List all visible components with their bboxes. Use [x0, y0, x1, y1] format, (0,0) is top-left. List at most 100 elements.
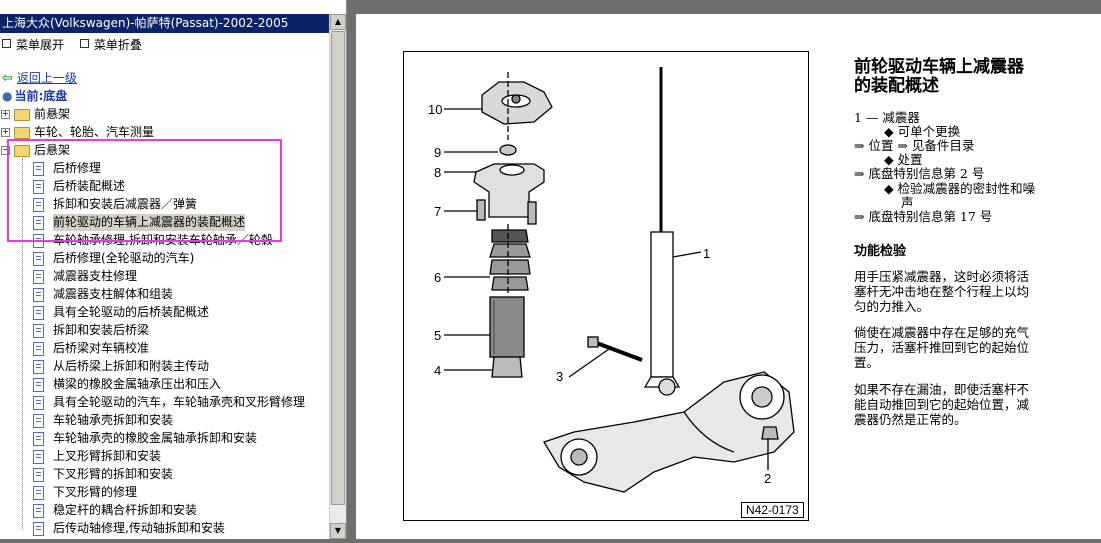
user-icon: ●	[2, 89, 13, 103]
tree-document-item[interactable]: 具有全轮驱动的汽车，车轮轴承壳和叉形臂修理	[0, 394, 320, 411]
document-icon	[33, 306, 44, 320]
document-icon	[33, 324, 44, 338]
callout-8: 8	[434, 165, 442, 180]
document-icon	[33, 360, 44, 374]
document-label: 后桥修理(全轮驱动的汽车)	[53, 251, 195, 265]
document-label: 车轮轴承壳拆卸和安装	[53, 413, 174, 427]
para-line: 能自动推回到它的起始位置，减	[854, 397, 1030, 412]
document-icon	[33, 216, 44, 230]
scroll-up-button[interactable]: ▲	[330, 14, 346, 30]
callout-9: 9	[434, 145, 442, 160]
document-icon	[33, 396, 44, 410]
tree-document-item[interactable]: 从后桥梁上拆卸和附装主传动	[0, 358, 320, 375]
folder-label: 前悬架	[34, 107, 71, 121]
document-icon	[33, 468, 44, 482]
item-line: ◆ 处置	[884, 152, 923, 167]
tree-title: 上海大众(Volkswagen)-帕萨特(Passat)-2002-2005	[0, 14, 331, 33]
document-icon	[33, 270, 44, 284]
document-label: 具有全轮驱动的后桥装配概述	[53, 305, 210, 319]
tree-document-item[interactable]: 下叉形臂的修理	[0, 484, 320, 501]
document-icon	[33, 198, 44, 212]
back-link[interactable]: ⇦返回上一级	[2, 70, 77, 86]
folder-icon	[14, 109, 30, 121]
para-line: 倘使在减震器中存在足够的充气	[854, 325, 1030, 340]
para-line: 塞杆无冲击地在整个行程上以均	[854, 284, 1030, 299]
tree-folder-front-suspension[interactable]: + 前悬架	[0, 106, 320, 123]
tree-folder-wheels-tires[interactable]: + 车轮、轮胎、汽车测量	[0, 124, 320, 141]
document-icon	[33, 378, 44, 392]
scroll-thumb[interactable]	[331, 31, 345, 505]
tree-document-item[interactable]: 拆卸和安装后减震器／弹簧	[0, 196, 320, 213]
document-viewer: 10 9 8 7 6 5 4 3 2 1 N42-0173 前轮驱动车辆上减震器…	[356, 14, 1101, 539]
diagram-drawing	[444, 67, 795, 493]
expand-menu-label: 菜单展开	[16, 38, 65, 52]
tree-document-item[interactable]: 具有全轮驱动的后桥装配概述	[0, 304, 320, 321]
tree-document-item[interactable]: 减震器支柱修理	[0, 268, 320, 285]
document-icon	[33, 342, 44, 356]
scroll-down-button[interactable]: ▼	[330, 523, 346, 539]
callout-5: 5	[434, 328, 442, 343]
expand-icon	[2, 39, 11, 48]
tree-document-item[interactable]: 后桥梁对车辆校准	[0, 340, 320, 357]
tree-connector	[22, 158, 24, 530]
title-line: 前轮驱动车辆上减震器	[854, 57, 1024, 77]
folder-icon	[14, 127, 30, 139]
expand-menu-button[interactable]: 菜单展开	[2, 37, 64, 53]
tree-document-item[interactable]: 车轮轴承壳的橡胶金属轴承拆卸和安装	[0, 430, 320, 447]
tree-document-item[interactable]: 后桥修理	[0, 160, 320, 177]
document-icon	[33, 486, 44, 500]
document-label: 上叉形臂拆卸和安装	[53, 449, 162, 463]
para-line: 匀的力推入。	[854, 299, 930, 314]
figure-id: N42-0173	[741, 502, 804, 518]
tree-document-item[interactable]: 上叉形臂拆卸和安装	[0, 448, 320, 465]
collapse-icon[interactable]: −	[1, 145, 10, 155]
document-label: 后桥修理	[53, 161, 102, 175]
tree-document-item[interactable]: 横梁的橡胶金属轴承压出和压入	[0, 376, 320, 393]
document-label: 车轮轴承修理,拆卸和安装车轮轴承／轮毂	[53, 233, 273, 247]
document-icon	[33, 414, 44, 428]
item-line: ⇒ 位置 ⇒ 见备件目录	[854, 138, 975, 153]
tree-document-item[interactable]: 拆卸和安装后桥梁	[0, 322, 320, 339]
tree-document-item[interactable]: 车轮轴承壳拆卸和安装	[0, 412, 320, 429]
document-label: 车轮轴承壳的橡胶金属轴承拆卸和安装	[53, 431, 258, 445]
document-icon	[33, 450, 44, 464]
document-icon	[33, 234, 44, 248]
tree-document-item[interactable]: 前轮驱动的车辆上减震器的装配概述	[0, 214, 320, 231]
tree-document-item[interactable]: 后桥装配概述	[0, 178, 320, 195]
tree-document-item[interactable]: 稳定杆的耦合杆拆卸和安装	[0, 502, 320, 519]
collapse-menu-button[interactable]: 菜单折叠	[79, 37, 142, 53]
item-line: ⇒ 底盘特别信息第 2 号	[854, 166, 985, 181]
document-label: 具有全轮驱动的汽车，车轮轴承壳和叉形臂修理	[53, 395, 306, 409]
callout-1: 1	[703, 246, 711, 261]
tree-document-item[interactable]: 下叉形臂的拆卸和安装	[0, 466, 320, 483]
expand-icon[interactable]: +	[1, 109, 10, 119]
document-icon	[33, 288, 44, 302]
tree-scrollbar[interactable]: ▲ ▼	[329, 14, 346, 539]
expand-icon[interactable]: +	[1, 127, 10, 137]
section-title: 功能检验	[854, 244, 907, 259]
para-line: 震器仍然是正常的。	[854, 412, 967, 427]
tree-folder-rear-suspension[interactable]: − 后悬架	[0, 142, 320, 159]
tree-document-item[interactable]: 后传动轴修理,传动轴拆卸和安装	[0, 520, 320, 537]
tree-document-item[interactable]: 减震器支柱解体和组装	[0, 286, 320, 303]
tree-document-item[interactable]: 车轮轴承修理,拆卸和安装车轮轴承／轮毂	[0, 232, 320, 249]
paragraph-2: 倘使在减震器中存在足够的充气 压力，活塞杆推回到它的起始位 置。	[854, 325, 1054, 370]
folder-label: 后悬架	[34, 143, 71, 157]
tree-document-item[interactable]: 后桥修理(全轮驱动的汽车)	[0, 250, 320, 267]
document-title: 前轮驱动车辆上减震器 的装配概述	[854, 58, 1084, 96]
para-line: 置。	[854, 355, 880, 370]
callout-6: 6	[434, 270, 442, 285]
paragraph-1: 用手压紧减震器，这时必须将活 塞杆无冲击地在整个行程上以均 匀的力推入。	[854, 269, 1054, 314]
document-label: 减震器支柱解体和组装	[53, 287, 174, 301]
item-line: ◆ 可单个更换	[884, 124, 961, 139]
para-line: 如果不存在漏油，即使活塞杆不	[854, 382, 1030, 397]
document-icon	[33, 162, 44, 176]
back-label: 返回上一级	[16, 71, 77, 85]
document-label: 下叉形臂的拆卸和安装	[53, 467, 174, 481]
navigation-panel: 上海大众(Volkswagen)-帕萨特(Passat)-2002-2005 菜…	[0, 0, 347, 539]
callout-4: 4	[434, 363, 442, 378]
para-line: 用手压紧减震器，这时必须将活	[854, 269, 1030, 284]
callout-10: 10	[428, 102, 443, 117]
title-line: 的装配概述	[854, 76, 939, 96]
item-line: ⇒ 底盘特别信息第 17 号	[854, 209, 993, 224]
